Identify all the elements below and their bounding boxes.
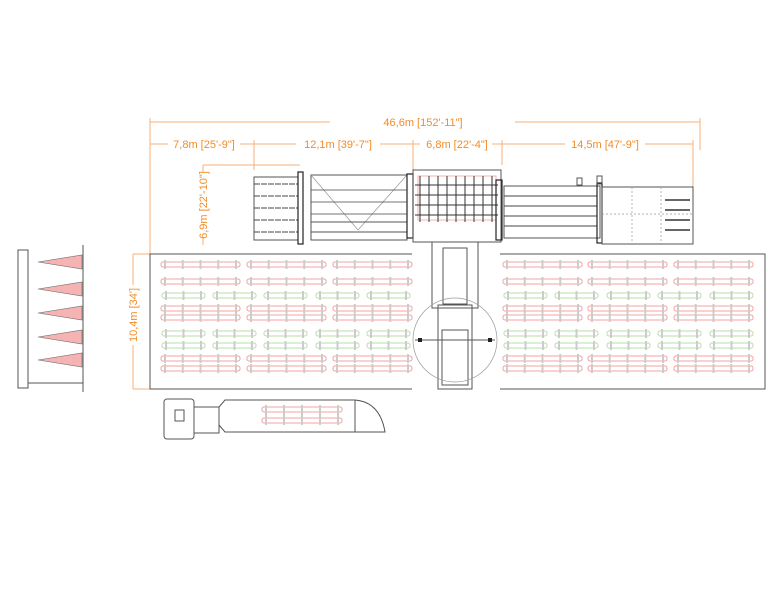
storage-hall	[149, 253, 766, 390]
rack-green	[503, 329, 548, 338]
rack-green	[366, 341, 411, 350]
rack-red	[673, 277, 754, 286]
rack-green	[554, 329, 599, 338]
rack-red	[160, 277, 241, 286]
rack-green	[315, 341, 360, 350]
side-elevation	[17, 245, 84, 392]
rack-red	[246, 260, 327, 269]
rack-green	[315, 291, 360, 300]
rack-green	[709, 341, 754, 350]
rack-red	[673, 304, 754, 313]
rack-red	[673, 313, 754, 322]
rack-red	[160, 313, 241, 322]
rack-green	[263, 291, 308, 300]
overall-length-label: 46,6m [152'-11"]	[383, 117, 462, 129]
rack-green	[161, 341, 206, 350]
rack-green	[554, 291, 599, 300]
rack-red	[587, 277, 668, 286]
rack-green	[503, 341, 548, 350]
segment-1-label: 7,8m [25'-9"]	[173, 139, 235, 151]
rack-green	[657, 341, 702, 350]
rack-red	[160, 260, 241, 269]
rack-green	[554, 341, 599, 350]
rack-red	[587, 260, 668, 269]
rack-green	[709, 329, 754, 338]
rack-red	[246, 313, 327, 322]
rack-red	[160, 304, 241, 313]
rack-red	[673, 354, 754, 363]
side-rack	[37, 305, 83, 321]
machine-depth-label: 6,9m [22'-10"]	[198, 171, 210, 239]
rack-red	[160, 364, 241, 373]
rack-green	[503, 291, 548, 300]
rack-green	[161, 329, 206, 338]
rack-red	[246, 354, 327, 363]
truck	[163, 398, 386, 440]
rack-red	[502, 304, 583, 313]
rack-red	[502, 313, 583, 322]
rack-red	[587, 304, 668, 313]
rack-green	[212, 329, 257, 338]
rack-red	[502, 354, 583, 363]
rack-green	[657, 291, 702, 300]
segment-4-label: 14,5m [47'-9"]	[571, 139, 639, 151]
side-rack	[37, 329, 83, 345]
rack-green	[161, 291, 206, 300]
side-rack	[37, 352, 83, 368]
rack-red	[332, 354, 413, 363]
rack-red	[673, 364, 754, 373]
rack-red	[587, 313, 668, 322]
segment-2-label: 12,1m [39'-7"]	[304, 139, 372, 151]
rack-red	[502, 277, 583, 286]
rack-red	[246, 277, 327, 286]
conveyor-turntable	[412, 241, 498, 390]
rack-red	[246, 304, 327, 313]
side-rack	[37, 281, 83, 297]
rack-red	[502, 260, 583, 269]
segment-3-label: 6,8m [22'-4"]	[426, 139, 488, 151]
rack-green	[263, 329, 308, 338]
rack-red	[160, 354, 241, 363]
rack-red	[502, 364, 583, 373]
rack-green	[212, 291, 257, 300]
rack-red	[246, 364, 327, 373]
rack-green	[709, 291, 754, 300]
rack-red	[587, 354, 668, 363]
rack-green	[263, 341, 308, 350]
rack-green	[606, 291, 651, 300]
rack-red	[332, 304, 413, 313]
rack-green	[366, 291, 411, 300]
rack-red	[587, 364, 668, 373]
rack-red	[332, 313, 413, 322]
production-line	[253, 169, 694, 245]
rack-red	[332, 277, 413, 286]
rack-green	[366, 329, 411, 338]
rack-green	[606, 341, 651, 350]
rack-red	[332, 260, 413, 269]
rack-green	[212, 341, 257, 350]
side-rack	[37, 254, 83, 270]
rack-green	[606, 329, 651, 338]
hall-depth-label: 10,4m [34']	[128, 288, 140, 342]
rack-red	[673, 260, 754, 269]
rack-red	[332, 364, 413, 373]
dimension-lines	[132, 118, 701, 390]
rack-green	[657, 329, 702, 338]
rack-green	[315, 329, 360, 338]
